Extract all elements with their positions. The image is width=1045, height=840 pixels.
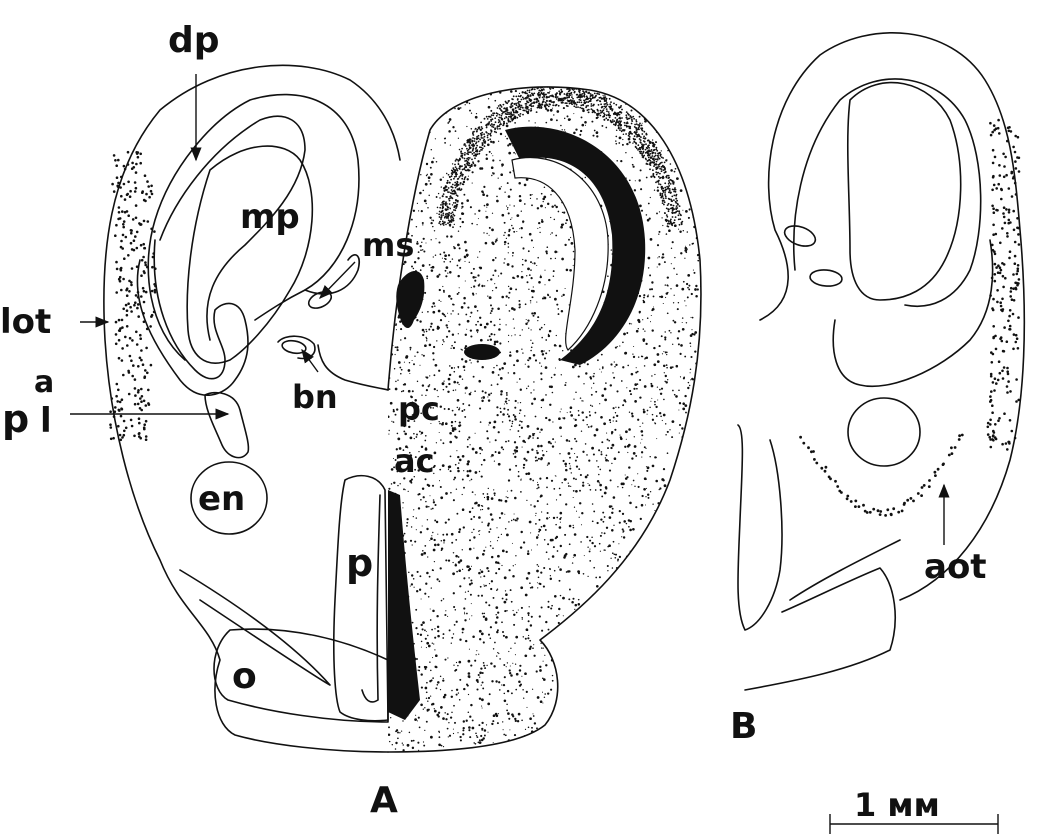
scale-bar-label: 1 мм [854,786,940,824]
panel-b-medial [848,83,961,300]
outer-contour-a [104,65,400,752]
label-dp: dp [168,20,220,61]
label-bn: bn [292,378,338,416]
panel-a-outline [104,65,400,752]
label-ac: ac [394,442,435,480]
panel-a-label: A [370,780,398,821]
anterior-commissure-blob [464,344,500,360]
panel-b-circle [848,398,920,466]
panel-b-preoptic [738,425,782,630]
bed-nucleus [281,339,307,355]
panel-b-dorsal-outer [794,79,981,306]
preoptic-inner-line [362,495,380,702]
label-pc: pc [398,390,440,428]
label-o: o [232,656,257,697]
label-lot: lot [0,302,51,342]
panel-b-tract [790,540,900,600]
panel-b-nucleus-2 [809,269,842,288]
posterior-pallium-lobe [205,393,248,458]
label-mp: mp [240,197,300,237]
ms-arrow [320,262,355,298]
label-pal-p: p [2,397,29,441]
panel-b-label: B [730,706,757,747]
scale-bar: 1 мм [830,786,998,834]
panel-b-drawing [738,33,1024,690]
panel-b-nucleus-1 [782,222,818,250]
bn-arrow [302,350,318,372]
panel-b-stipple [799,119,1020,517]
medial-pallium [187,146,312,363]
label-ms: ms [362,226,414,264]
midline-dark-stripe [388,490,420,720]
label-en: en [198,479,245,519]
lateral-ventricle-lumen [512,158,608,350]
label-pal-a: a [34,365,54,400]
panel-b-lateral [833,240,992,386]
label-pal-l: l [40,401,52,441]
label-p: p [346,541,373,585]
septal-boundary [305,255,359,294]
lateral-pallium-curl [137,240,248,395]
panel-b-olfactory [745,568,895,690]
label-aot: aot [924,547,987,587]
